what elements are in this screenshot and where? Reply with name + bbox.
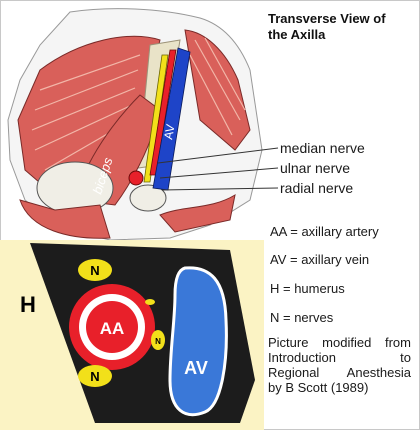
title-line-2: the Axilla [268,27,326,42]
legend-av: AV = axillary vein [270,252,370,267]
deltoid-muscle [184,29,251,151]
median-nerve-label: median nerve [280,140,365,156]
nerve-bundle [143,54,169,183]
credit-line-1: Picture modified from [268,335,411,350]
nerve-bottom [78,365,112,387]
nerve-top [78,259,112,281]
figure-title: Transverse View of the Axilla [268,11,418,43]
title-line-1: Transverse View of [268,11,386,26]
av-label-illustration: AV [161,123,177,140]
artery-inner [86,301,138,353]
legend-h: H = humerus [270,281,345,296]
credit-line-3: Regional Anesthesia [268,365,411,380]
cross-section-diagram: H AA AV N N N [20,243,255,423]
nerve-bottom-label: N [90,369,99,384]
ulnar-nerve-label: ulnar nerve [280,160,351,176]
artery-label: AA [100,319,125,338]
nerve-small [151,330,165,350]
humerus-label: H [20,292,36,317]
vein-label: AV [184,358,208,378]
credit-line-2: Introduction to [268,350,411,365]
vein-shape [168,266,228,417]
pointer-lines [157,147,279,191]
legend-n: N = nerves [270,310,334,325]
axilla-illustration: biceps AV [7,8,279,241]
radial-nerve-label: radial nerve [280,180,354,196]
credit-text: Picture modified from Introduction to Re… [268,335,411,395]
nerve-top-label: N [90,263,99,278]
artery-cross-section [128,170,144,186]
credit-line-4: by B Scott (1989) [268,380,369,395]
legend-aa: AA = axillary artery [270,224,379,239]
nerve-tiny [145,299,155,305]
nerve-small-label: N [155,337,161,346]
